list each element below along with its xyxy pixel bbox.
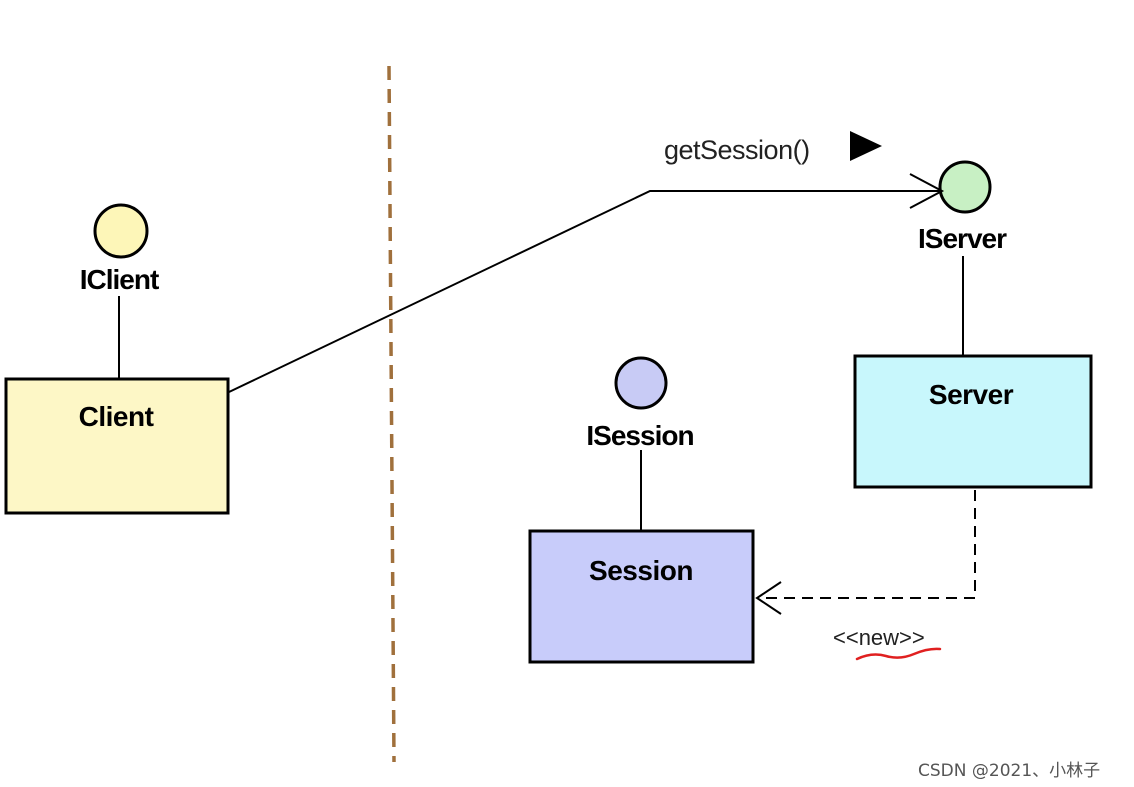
- new-dependency-dashed-line[interactable]: [762, 490, 976, 599]
- iclient-label: IClient: [80, 264, 159, 295]
- iserver-interface-circle[interactable]: [938, 160, 992, 214]
- getsession-usage-line[interactable]: [228, 190, 940, 393]
- session-label: Session: [589, 555, 693, 586]
- client-label: Client: [79, 401, 154, 432]
- system-boundary-line: [387, 65, 396, 763]
- getsession-message-label: getSession(): [664, 135, 810, 165]
- iserver-label: IServer: [918, 223, 1007, 254]
- session-class-box[interactable]: [528, 529, 755, 664]
- server-class-box[interactable]: [853, 354, 1093, 489]
- iclient-interface-circle[interactable]: [93, 203, 149, 259]
- getsession-open-arrowhead: [909, 173, 945, 209]
- new-dependency-open-arrowhead: [755, 581, 782, 615]
- isession-interface-circle[interactable]: [614, 356, 668, 410]
- client-class-box[interactable]: [4, 377, 230, 515]
- isession-label: ISession: [586, 420, 693, 451]
- new-stereotype-label: <<new>>: [833, 625, 925, 650]
- server-label: Server: [929, 379, 1014, 410]
- annotation-underline-mark: [855, 647, 942, 661]
- message-direction-icon: [850, 131, 882, 161]
- watermark-text: CSDN @2021、小林子: [918, 761, 1101, 781]
